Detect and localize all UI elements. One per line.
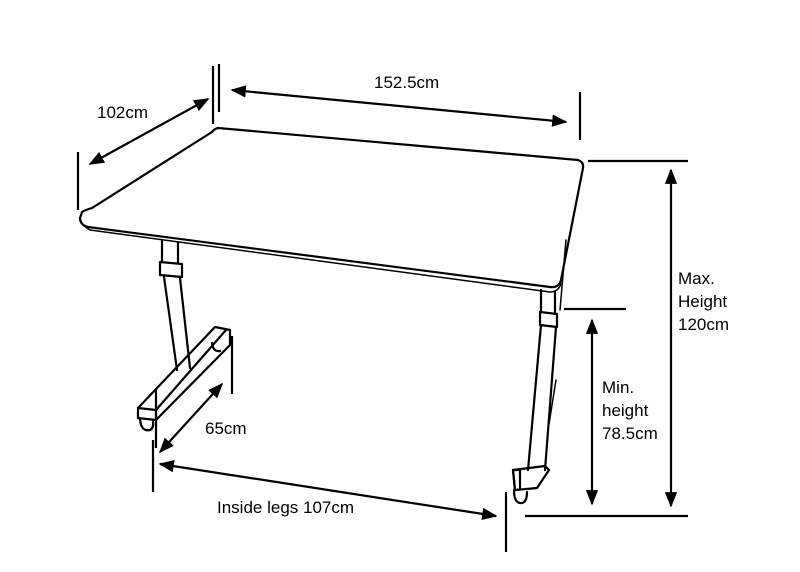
width-label: 152.5cm bbox=[374, 73, 439, 92]
inside-legs-dimension bbox=[151, 440, 508, 552]
foot-length-dimension bbox=[154, 336, 234, 454]
depth-dimension bbox=[76, 66, 215, 210]
tabletop bbox=[78, 126, 585, 293]
min-height-label-line2: height bbox=[602, 401, 649, 420]
depth-label: 102cm bbox=[97, 103, 148, 122]
max-height-label-line3: 120cm bbox=[678, 315, 729, 334]
left-leg bbox=[136, 239, 232, 432]
max-height-label-line1: Max. bbox=[678, 269, 715, 288]
max-height-label-line2: Height bbox=[678, 292, 727, 311]
foot-length-label: 65cm bbox=[205, 419, 247, 438]
width-dimension bbox=[217, 64, 582, 140]
max-height-dimension bbox=[525, 159, 688, 518]
min-height-label-line3: 78.5cm bbox=[602, 424, 658, 443]
inside-legs-label: Inside legs 107cm bbox=[217, 498, 354, 517]
min-height-label-line1: Min. bbox=[602, 378, 634, 397]
min-height-dimension bbox=[564, 307, 626, 506]
desk-illustration bbox=[78, 126, 585, 505]
right-leg bbox=[511, 239, 567, 505]
